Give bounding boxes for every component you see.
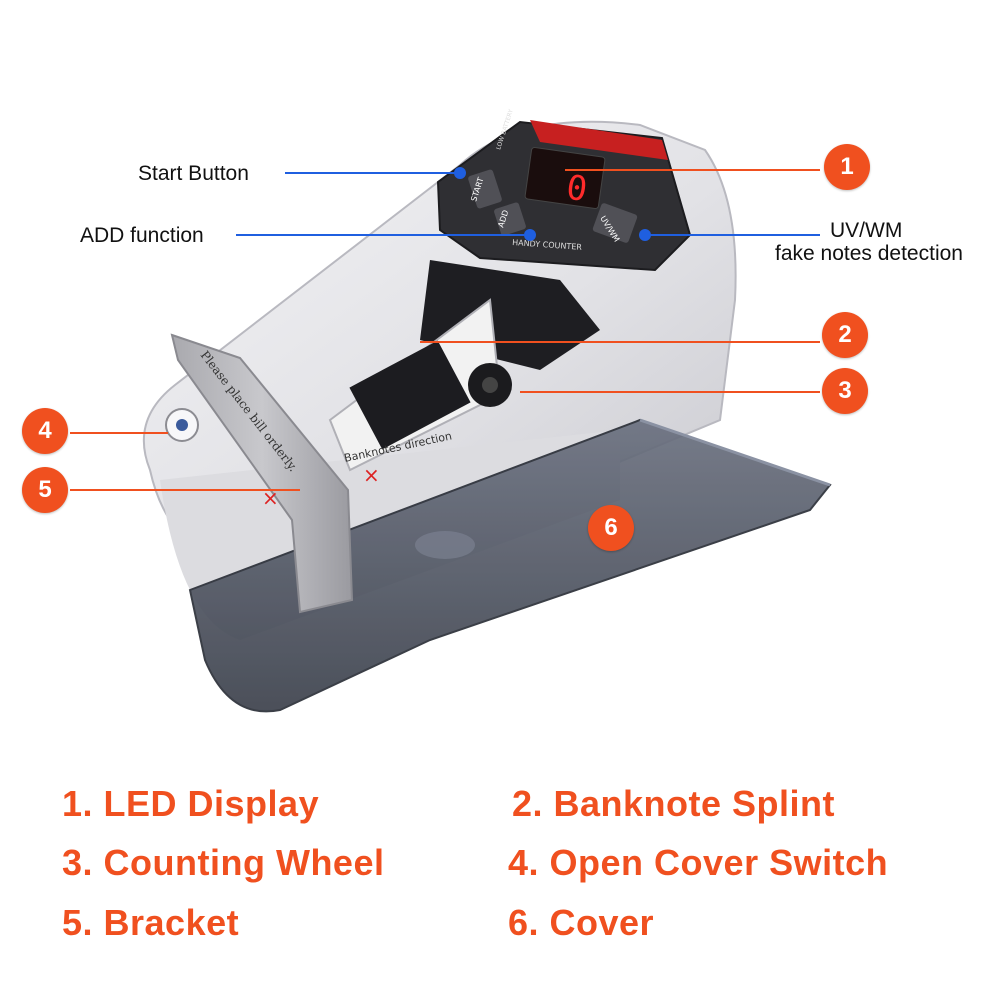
badge-5: 5 <box>22 467 68 513</box>
counting-wheel-hub <box>482 377 498 393</box>
legend-item-5: 5. Bracket <box>62 902 240 943</box>
pointer-add-dot <box>524 229 536 241</box>
add-function-callout: ADD function <box>80 224 204 247</box>
badge-3: 3 <box>822 368 868 414</box>
legend-item-6: 6. Cover <box>508 902 655 943</box>
legend-item-4: 4. Open Cover Switch <box>508 842 889 883</box>
tray-x-mark-1: × <box>363 463 380 487</box>
badge-6: 6 <box>588 505 634 551</box>
splint-window <box>349 340 471 450</box>
legend-item-1: 1. LED Display <box>62 783 320 824</box>
uvwm-callout-line1: UV/WM <box>830 219 903 242</box>
cover-rim <box>639 418 831 487</box>
open-cover-switch-dot <box>176 419 188 431</box>
transparent-cover <box>188 418 832 713</box>
legend-item-2: 2. Banknote Splint <box>512 783 836 824</box>
cover-notch <box>415 531 475 559</box>
add-key <box>494 202 526 236</box>
start-button-callout: Start Button <box>138 162 249 185</box>
pointer-start-dot <box>454 167 466 179</box>
uvwm-callout-line2: fake notes detection <box>775 242 963 265</box>
badge-4: 4 <box>22 408 68 454</box>
panel-red-stripe <box>530 120 668 160</box>
badge-1: 1 <box>824 144 870 190</box>
uvwm-key <box>592 203 638 243</box>
legend-item-3: 3. Counting Wheel <box>62 842 385 883</box>
start-key <box>468 169 502 209</box>
led-display <box>524 146 606 210</box>
bracket-arm <box>170 333 354 614</box>
tray-x-mark-2: × <box>262 486 279 510</box>
badge-2: 2 <box>822 312 868 358</box>
pointer-uvwm-dot <box>639 229 651 241</box>
